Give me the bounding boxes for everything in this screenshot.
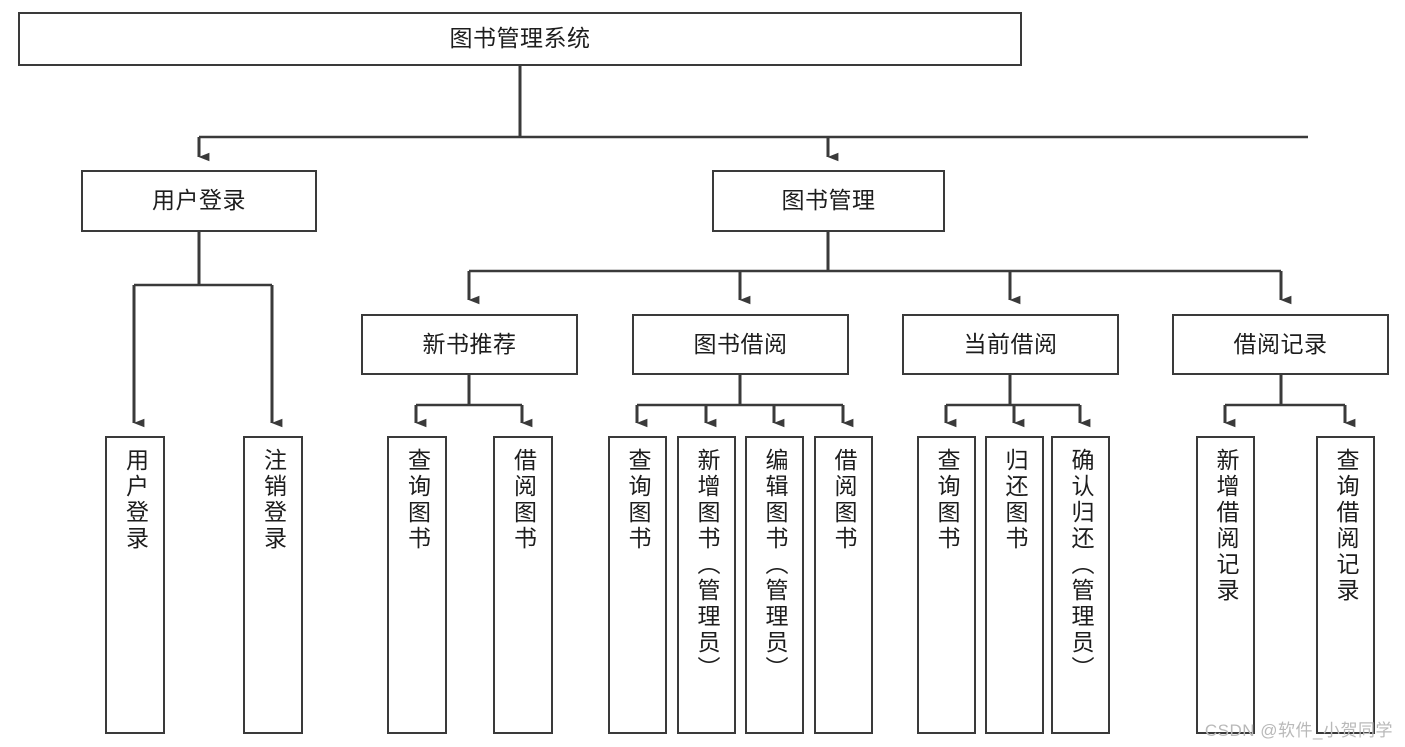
node-label: 借阅记录: [1233, 330, 1328, 357]
node-label: 用户登录: [152, 187, 246, 214]
node-leaf-borrow-book-recommend[interactable]: 借阅图书: [493, 436, 553, 734]
node-leaf-return-book[interactable]: 归还图书: [985, 436, 1044, 734]
node-leaf-user-login[interactable]: 用户登录: [105, 436, 165, 734]
node-book-manage[interactable]: 图书管理: [712, 170, 945, 232]
node-label: 注销登录: [260, 448, 287, 552]
node-label: 查询图书: [934, 448, 960, 552]
node-label: 用户登录: [122, 448, 149, 552]
node-label: 查询图书: [404, 448, 431, 552]
node-leaf-confirm-return[interactable]: 确认归还（管理员）: [1051, 436, 1110, 734]
node-label: 借阅图书: [831, 448, 857, 552]
node-leaf-borrow-book[interactable]: 借阅图书: [814, 436, 873, 734]
node-label: 编辑图书（管理员）: [762, 448, 788, 682]
node-label: 当前借阅: [963, 330, 1058, 357]
node-leaf-add-book[interactable]: 新增图书（管理员）: [677, 436, 736, 734]
node-borrow-record[interactable]: 借阅记录: [1172, 314, 1389, 375]
node-label: 新增借阅记录: [1213, 448, 1239, 604]
node-root-book-management-system[interactable]: 图书管理系统: [18, 12, 1022, 66]
node-current-borrow[interactable]: 当前借阅: [902, 314, 1119, 375]
node-label: 新增图书（管理员）: [694, 448, 720, 682]
node-label: 图书管理: [781, 187, 876, 214]
node-label: 图书借阅: [693, 330, 788, 357]
node-label: 新书推荐: [422, 330, 517, 357]
node-leaf-query-book-recommend[interactable]: 查询图书: [387, 436, 447, 734]
node-leaf-add-borrow-record[interactable]: 新增借阅记录: [1196, 436, 1255, 734]
node-new-book-recommend[interactable]: 新书推荐: [361, 314, 578, 375]
node-leaf-query-book-borrow[interactable]: 查询图书: [608, 436, 667, 734]
node-book-borrow[interactable]: 图书借阅: [632, 314, 849, 375]
node-label: 借阅图书: [510, 448, 537, 552]
node-leaf-query-borrow-record[interactable]: 查询借阅记录: [1316, 436, 1375, 734]
node-leaf-query-book-current[interactable]: 查询图书: [917, 436, 976, 734]
node-label: 确认归还（管理员）: [1068, 448, 1094, 682]
node-leaf-logout[interactable]: 注销登录: [243, 436, 303, 734]
node-leaf-edit-book[interactable]: 编辑图书（管理员）: [745, 436, 804, 734]
node-label: 查询借阅记录: [1333, 448, 1359, 604]
node-label: 归还图书: [1002, 448, 1028, 552]
node-label: 图书管理系统: [449, 25, 591, 52]
node-user-login[interactable]: 用户登录: [81, 170, 317, 232]
node-label: 查询图书: [625, 448, 651, 552]
